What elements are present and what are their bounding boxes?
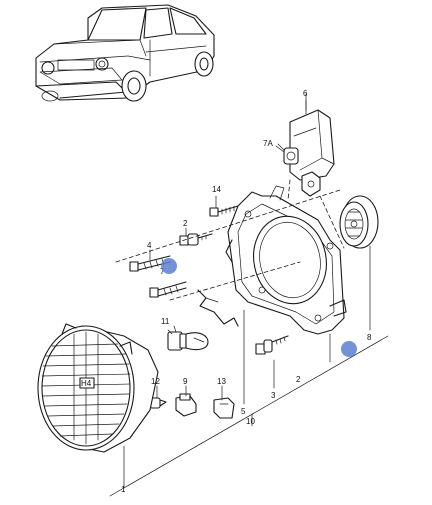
car-illustration <box>35 4 215 102</box>
label-11: 11 <box>161 317 170 326</box>
adjuster-nut <box>301 171 321 197</box>
cap-part-8 <box>339 195 379 249</box>
label-13: 13 <box>217 377 226 386</box>
screw-part-3 <box>255 335 289 355</box>
screw-part-7 <box>149 281 187 298</box>
headlight-lens-part-1: H4 <box>37 323 159 453</box>
part-number-labels: 1 2 2 3 4 5 6 7 7A 8 9 10 11 12 13 14 <box>121 89 372 494</box>
mounting-bracket-part-5 <box>225 185 347 335</box>
connector-part-13 <box>213 397 235 419</box>
label-2-bottom: 2 <box>296 375 301 384</box>
marker-dot <box>341 341 357 357</box>
bulb-part-11 <box>167 325 209 351</box>
screw-part-14 <box>209 205 239 217</box>
bulb-holder-part-7a <box>275 145 299 165</box>
screw-part-4 <box>129 255 171 272</box>
label-8: 8 <box>367 333 372 342</box>
label-7a: 7A <box>263 139 273 148</box>
label-12: 12 <box>151 377 160 386</box>
label-3: 3 <box>271 391 276 400</box>
label-9: 9 <box>183 377 188 386</box>
label-10: 10 <box>246 417 255 426</box>
leader-lines <box>109 99 389 497</box>
label-1: 1 <box>121 485 126 494</box>
spring-clip <box>197 289 239 327</box>
label-7: 7 <box>160 267 165 276</box>
socket-part-9 <box>175 393 197 417</box>
label-5: 5 <box>241 407 246 416</box>
lens-marking-text: H4 <box>81 379 92 388</box>
marker-dot <box>161 258 177 274</box>
label-14: 14 <box>212 185 221 194</box>
label-6: 6 <box>303 89 308 98</box>
label-4: 4 <box>147 241 152 250</box>
cover-part-6 <box>289 93 335 181</box>
label-2-top: 2 <box>183 219 188 228</box>
highlight-markers <box>161 258 357 357</box>
